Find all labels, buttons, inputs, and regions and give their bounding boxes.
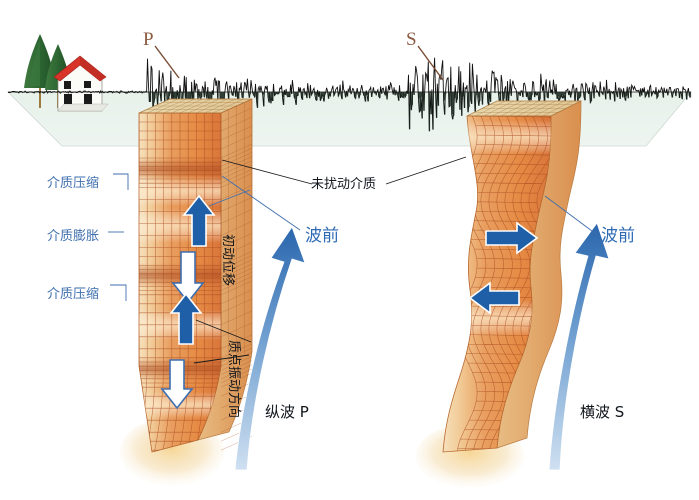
label-s-wave: 横波 S: [580, 403, 625, 421]
leader-lines: [108, 156, 597, 364]
label-wavefront-p: 波前: [305, 226, 339, 246]
s-particle-arrow-left: [468, 281, 520, 315]
p-particle-arrow-up-1: [182, 194, 216, 247]
s-particle-arrow-right: [485, 221, 539, 255]
label-undisturbed-medium: 未扰动介质: [311, 177, 377, 192]
s-wave-column: [416, 100, 582, 488]
p-particle-arrow-down-2: [160, 359, 194, 410]
label-medium-compression-top: 介质压缩: [47, 176, 100, 191]
house-icon: [53, 55, 109, 112]
p-particle-arrow-down-1: [171, 251, 205, 304]
p-phase-pick-label: P: [143, 29, 154, 50]
p-wavefront-arrow: [234, 226, 306, 471]
label-particle-vibration-direction: 质点振动方向: [226, 340, 241, 419]
label-wavefront-s: 波前: [601, 226, 635, 246]
label-medium-dilation: 介质膨胀: [47, 229, 100, 244]
s-pick-leader: [417, 45, 444, 81]
ground-plane: [7, 91, 692, 147]
p-wave-column: [120, 98, 253, 486]
p-particle-arrow-up-2: [169, 292, 203, 345]
label-medium-compression-bottom: 介质压缩: [47, 287, 100, 302]
seismogram-trace: [7, 57, 692, 132]
label-initial-displacement: 初动位移: [220, 234, 235, 287]
s-wavefront-arrow: [548, 222, 610, 471]
p-pick-leader: [154, 45, 180, 79]
s-phase-pick-label: S: [406, 29, 417, 50]
label-p-wave: 纵波 P: [265, 403, 309, 421]
